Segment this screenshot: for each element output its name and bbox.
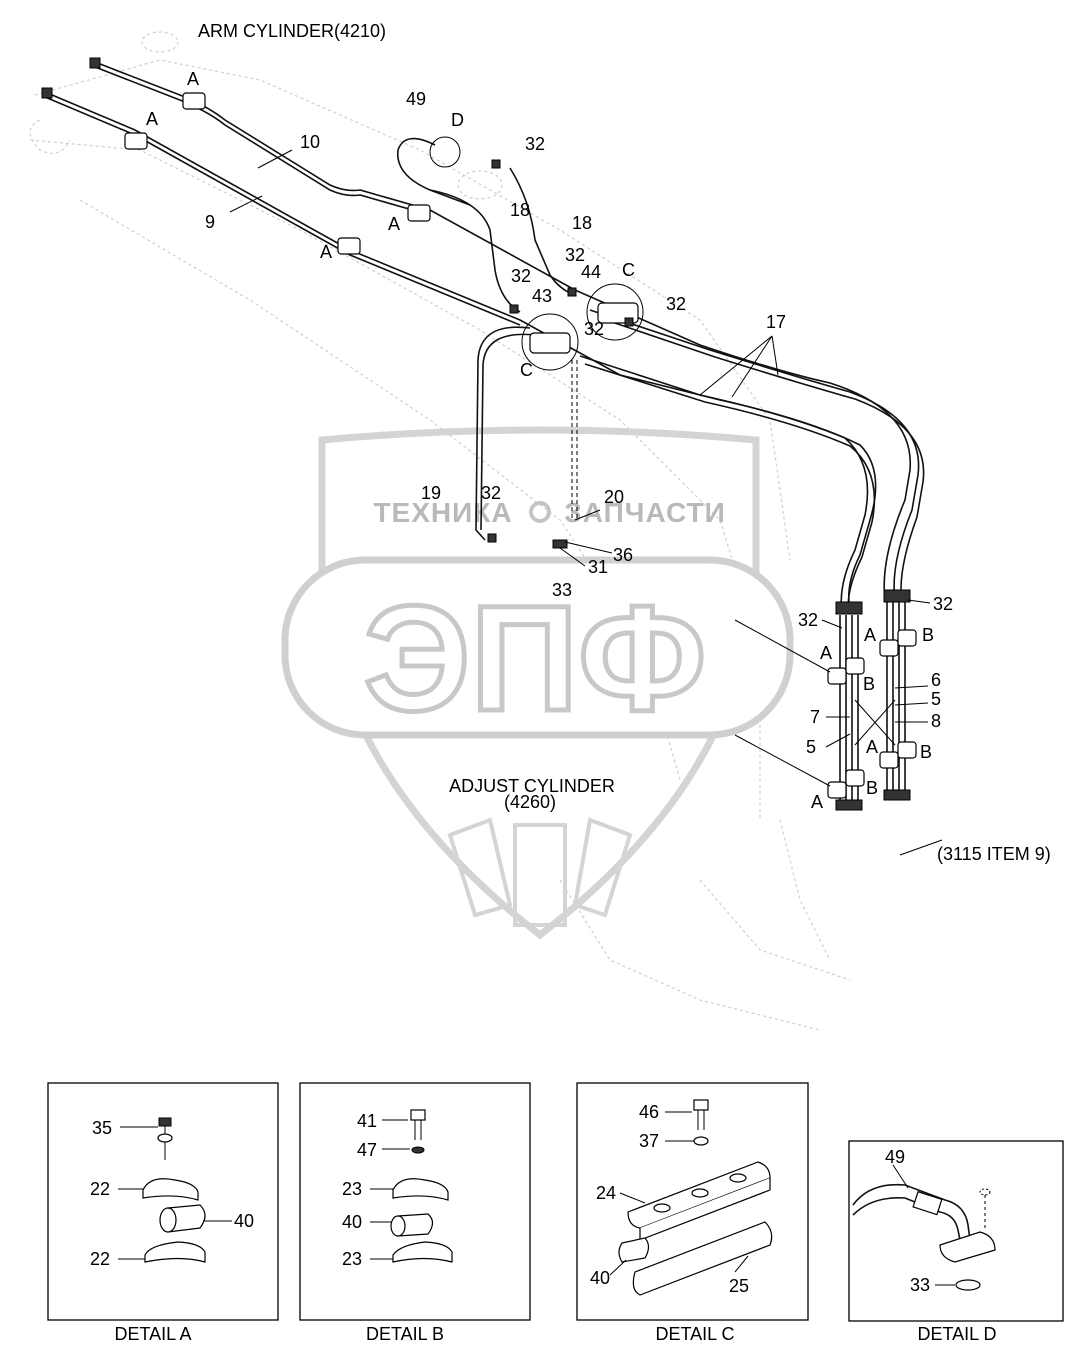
clamps xyxy=(124,92,917,799)
leader-lines xyxy=(229,149,943,856)
detail-callout-circles xyxy=(429,136,644,371)
detail-b-caption: DETAIL B xyxy=(366,1324,444,1344)
callout-a: A xyxy=(146,109,158,129)
callout-b: B xyxy=(920,742,932,762)
watermark-left-text: ТЕХНИКА xyxy=(373,497,512,528)
callout-a: A xyxy=(866,737,878,757)
pipe-bundle-17 xyxy=(579,309,925,615)
detail-a-caption: DETAIL A xyxy=(114,1324,191,1344)
callout-49: 49 xyxy=(406,89,426,109)
callout-labels: A A A A 10 9 49 D 32 18 18 32 44 C 32 43… xyxy=(146,69,953,812)
adjust-cylinder-label: ADJUST CYLINDER xyxy=(449,776,615,796)
callout-a: A xyxy=(864,625,876,645)
hose-18-right xyxy=(509,167,576,296)
callout-43: 43 xyxy=(532,286,552,306)
callout-44: 44 xyxy=(581,262,601,282)
callout-32: 32 xyxy=(525,134,545,154)
detail-b-callout-47: 47 xyxy=(357,1140,377,1160)
callout-17: 17 xyxy=(766,312,786,332)
callout-b: B xyxy=(863,674,875,694)
callout-5: 5 xyxy=(806,737,816,757)
detail-c-callout-46: 46 xyxy=(639,1102,659,1122)
callout-18: 18 xyxy=(572,213,592,233)
callout-a: A xyxy=(320,242,332,262)
detail-a-callout-40: 40 xyxy=(234,1211,254,1231)
callout-a: A xyxy=(820,643,832,663)
detail-a-callout-22: 22 xyxy=(90,1249,110,1269)
callout-32: 32 xyxy=(511,266,531,286)
item-reference-label: (3115 ITEM 9) xyxy=(937,844,1051,864)
callout-19: 19 xyxy=(421,483,441,503)
callout-31: 31 xyxy=(588,557,608,577)
callout-a: A xyxy=(187,69,199,89)
detail-d-callout-33: 33 xyxy=(910,1275,930,1295)
arm-cylinder-label: ARM CYLINDER(4210) xyxy=(198,21,386,41)
callout-d: D xyxy=(451,110,464,130)
callout-8: 8 xyxy=(931,711,941,731)
hose-49 xyxy=(397,137,471,206)
callout-c: C xyxy=(622,260,635,280)
hose-20 xyxy=(571,360,578,520)
detail-b-callout-40: 40 xyxy=(342,1212,362,1232)
adjust-cylinder-code: (4260) xyxy=(504,792,556,812)
callout-32: 32 xyxy=(481,483,501,503)
detail-c-panel: 46 37 24 40 25 DETAIL C xyxy=(576,1082,809,1344)
detail-c-callout-40: 40 xyxy=(590,1268,610,1288)
callout-32: 32 xyxy=(798,610,818,630)
callout-10: 10 xyxy=(300,132,320,152)
callout-32: 32 xyxy=(666,294,686,314)
wheat-emblem xyxy=(447,817,633,927)
callout-32: 32 xyxy=(584,319,604,339)
callout-7: 7 xyxy=(810,707,820,727)
callout-33: 33 xyxy=(552,580,572,600)
watermark-right-text: ЗАПЧАСТИ xyxy=(564,497,725,528)
pipe-9 xyxy=(44,91,877,611)
callout-c: C xyxy=(520,360,533,380)
detail-a-callout-35: 35 xyxy=(92,1118,112,1138)
hose-18-left xyxy=(429,189,521,313)
detail-b-callout-23: 23 xyxy=(342,1249,362,1269)
hose-19 xyxy=(475,326,536,541)
callout-36: 36 xyxy=(613,545,633,565)
watermark-main-text: ЭПФ xyxy=(364,574,707,742)
detail-a-callout-22: 22 xyxy=(90,1179,110,1199)
detail-d-caption: DETAIL D xyxy=(917,1324,996,1344)
callout-6: 6 xyxy=(931,670,941,690)
callout-a: A xyxy=(388,214,400,234)
gear-icon xyxy=(529,501,551,523)
callout-32: 32 xyxy=(565,245,585,265)
detail-c-caption: DETAIL C xyxy=(655,1324,734,1344)
detail-d-callout-49: 49 xyxy=(885,1147,905,1167)
callout-9: 9 xyxy=(205,212,215,232)
detail-a-panel: 35 22 40 22 DETAIL A xyxy=(47,1082,279,1344)
callout-a: A xyxy=(811,792,823,812)
callout-18: 18 xyxy=(510,200,530,220)
detail-b-panel: 41 47 23 40 23 DETAIL B xyxy=(299,1082,531,1344)
fittings xyxy=(41,57,911,811)
watermark-logo: ЭПФ ТЕХНИКА ЗАПЧАСТИ xyxy=(281,426,794,940)
detail-d-panel: 49 33 DETAIL D xyxy=(848,1140,1064,1344)
callout-20: 20 xyxy=(604,487,624,507)
callout-5: 5 xyxy=(931,689,941,709)
detail-c-callout-37: 37 xyxy=(639,1131,659,1151)
background-arm-outline xyxy=(29,31,851,1031)
callout-32: 32 xyxy=(933,594,953,614)
detail-b-callout-41: 41 xyxy=(357,1111,377,1131)
detail-c-callout-25: 25 xyxy=(729,1276,749,1296)
callout-b: B xyxy=(922,625,934,645)
callout-b: B xyxy=(866,778,878,798)
detail-c-callout-24: 24 xyxy=(596,1183,616,1203)
detail-b-callout-23: 23 xyxy=(342,1179,362,1199)
